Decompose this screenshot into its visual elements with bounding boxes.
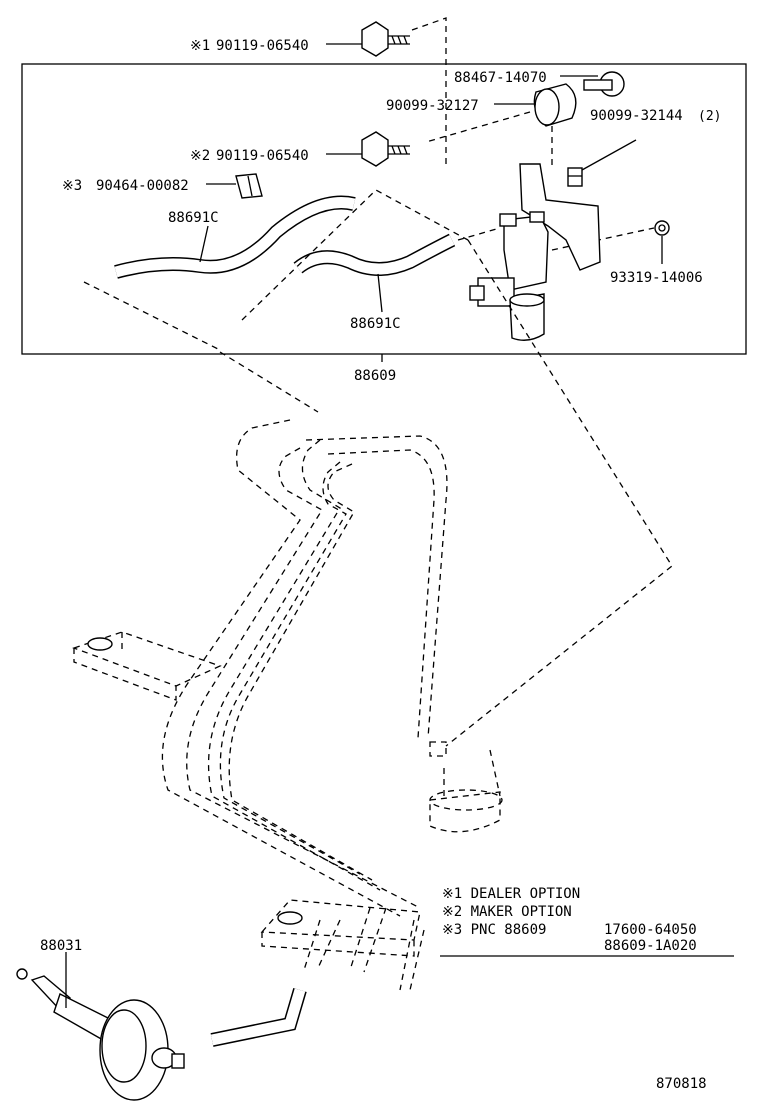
dashed-connector bbox=[411, 17, 447, 168]
dashed-route bbox=[445, 239, 673, 747]
label-p5: 90119-06540 bbox=[216, 148, 309, 164]
label-p3: 90099-32127 bbox=[386, 98, 479, 114]
bolt-part-2 bbox=[361, 131, 410, 167]
label-p4: 90099-32144 bbox=[590, 108, 683, 124]
canister bbox=[429, 741, 503, 833]
label-p11: 88031 bbox=[40, 938, 82, 954]
clip-pin bbox=[583, 71, 625, 97]
bolt-part-1 bbox=[361, 21, 410, 57]
dashed-connector bbox=[425, 111, 531, 143]
legend-line-3-prefix: ※3 PNC 88609 bbox=[442, 922, 546, 938]
hose-bundle bbox=[161, 419, 448, 917]
dashed-route bbox=[241, 189, 469, 321]
label-p8: 93319-14006 bbox=[610, 270, 703, 286]
nut-part bbox=[654, 220, 670, 236]
dashed-route bbox=[219, 351, 319, 413]
dashed-route bbox=[457, 227, 501, 241]
label-p9: 88691C bbox=[350, 316, 401, 332]
leader-line bbox=[377, 273, 383, 313]
label-p2: 88467-14070 bbox=[454, 70, 547, 86]
assembly-box bbox=[21, 63, 747, 355]
part-labels: ※1 90119-06540 88467-14070 90099-32127 9… bbox=[40, 38, 721, 954]
legend-line-3-b: 88609-1A020 bbox=[604, 938, 697, 954]
label-p7: 88691C bbox=[168, 210, 219, 226]
label-p1: 90119-06540 bbox=[216, 38, 309, 54]
label-p4-qty: (2) bbox=[698, 109, 721, 124]
leader-line bbox=[581, 139, 637, 171]
clip-part bbox=[567, 167, 583, 187]
lower-bracket bbox=[260, 899, 421, 957]
hose-ends bbox=[303, 907, 425, 991]
cushion-part bbox=[533, 83, 577, 127]
label-p1-mark: ※1 bbox=[190, 38, 210, 54]
legend: ※1 DEALER OPTION ※2 MAKER OPTION ※3 PNC … bbox=[442, 886, 697, 954]
legend-line-3-a: 17600-64050 bbox=[604, 922, 697, 938]
label-p5-mark: ※2 bbox=[190, 148, 210, 164]
bracket-plate bbox=[72, 631, 222, 701]
vacuum-actuator bbox=[16, 968, 185, 1101]
legend-line-1: ※1 DEALER OPTION bbox=[442, 886, 580, 902]
dashed-route bbox=[83, 281, 221, 351]
legend-line-2: ※2 MAKER OPTION bbox=[442, 904, 572, 920]
leader-line bbox=[199, 225, 209, 263]
label-p6-mark: ※3 bbox=[62, 178, 82, 194]
clamp-part bbox=[235, 173, 263, 199]
label-p6: 90464-00082 bbox=[96, 178, 189, 194]
label-p10: 88609 bbox=[354, 368, 396, 384]
vsv-valve bbox=[469, 163, 601, 341]
diagram-id: 870818 bbox=[656, 1076, 707, 1092]
